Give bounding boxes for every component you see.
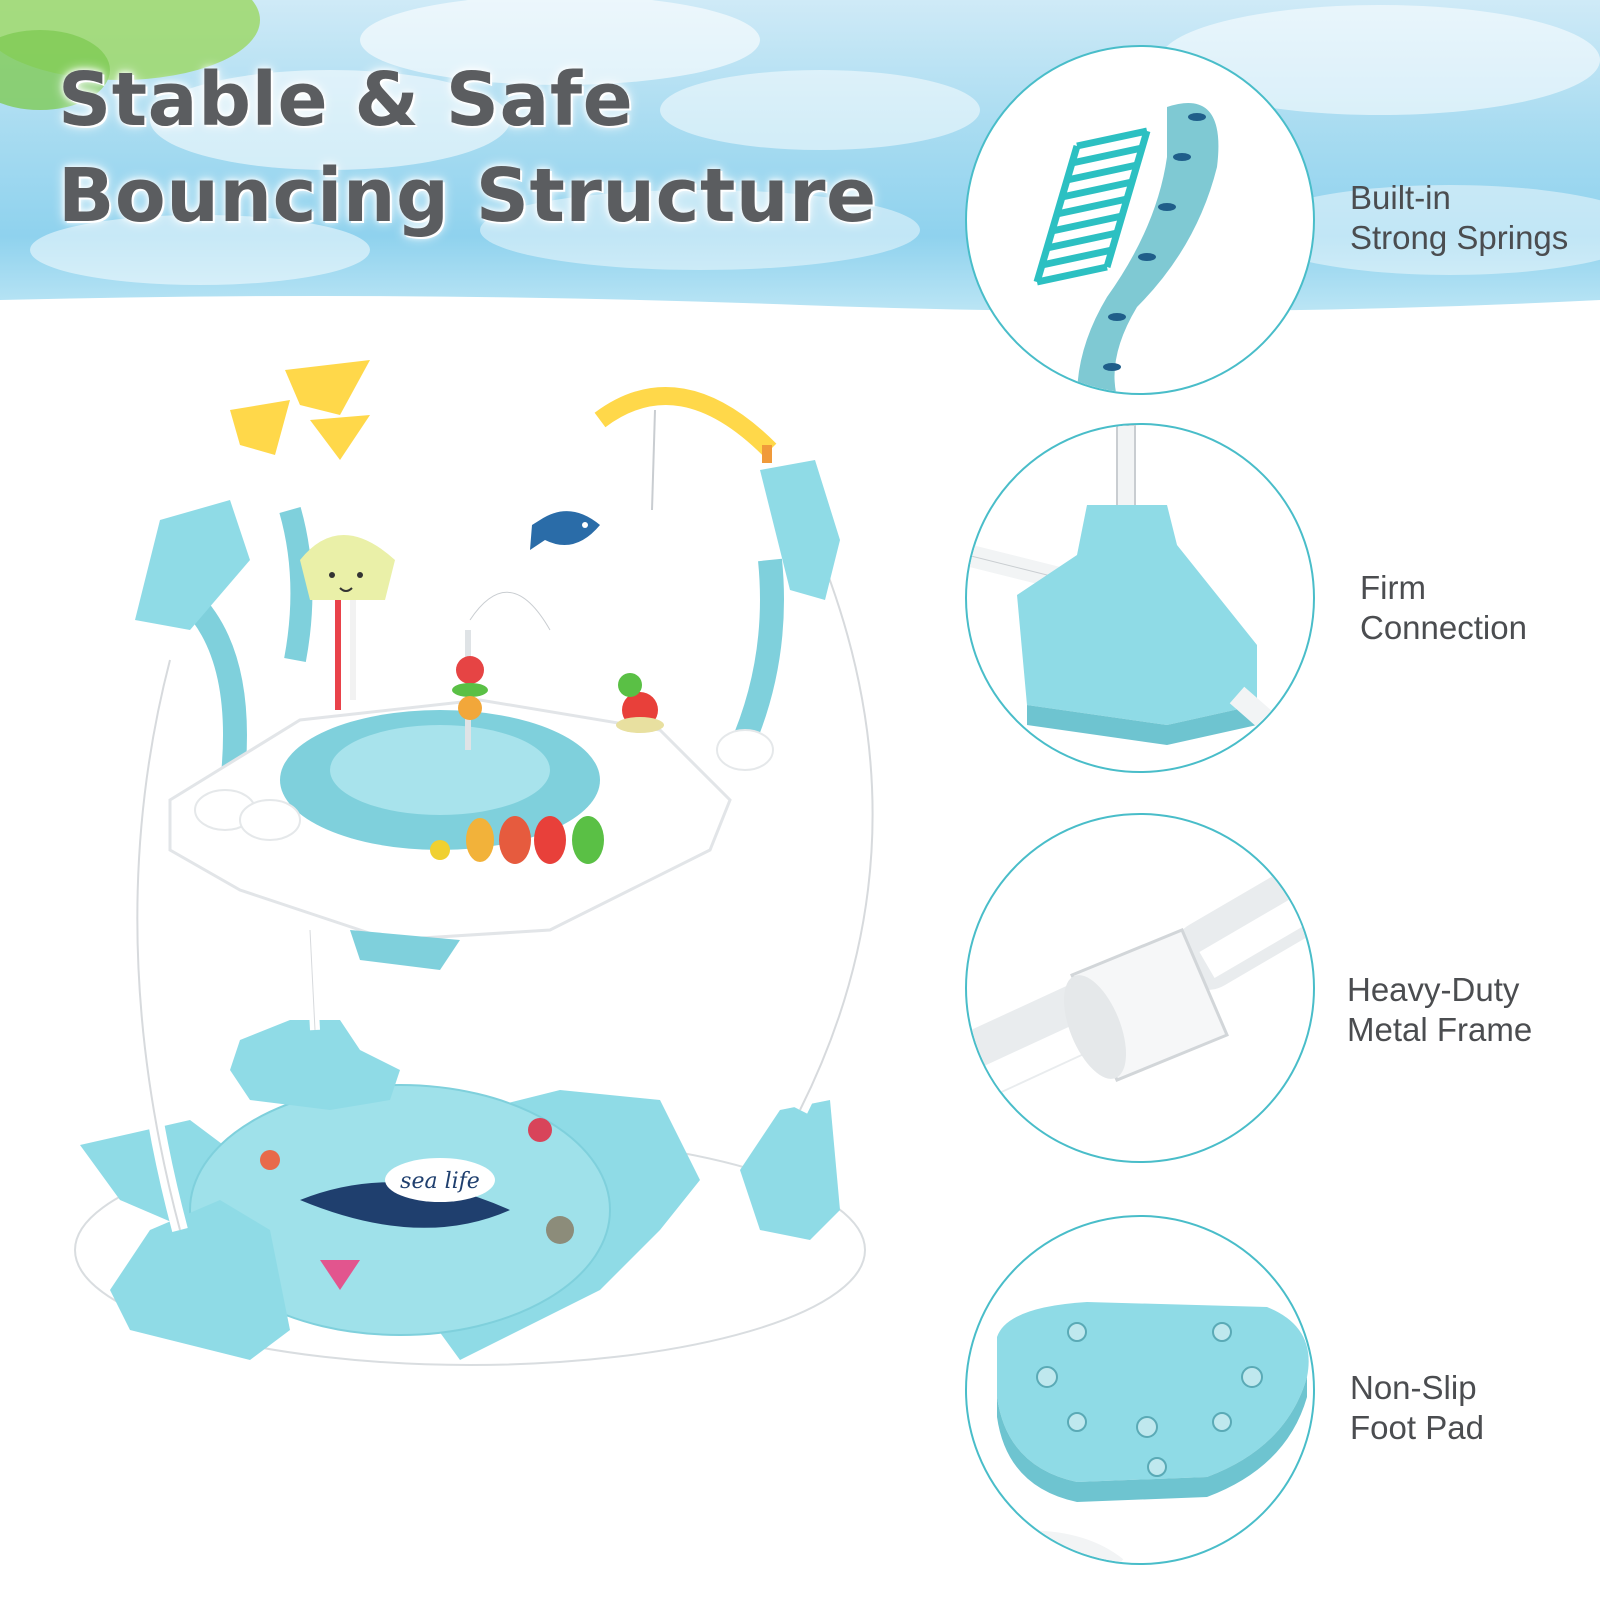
headline-line-1: Stable & Safe (58, 57, 634, 143)
headline: Stable & Safe Bouncing Structure (58, 52, 877, 244)
feature-connection-line-1: Firm (1360, 569, 1426, 606)
frame-top-left (135, 500, 250, 630)
feature-label-foot-pad: Non-Slip Foot Pad (1350, 1368, 1484, 1448)
detail-frame (965, 813, 1315, 1163)
foot-right (740, 1100, 840, 1240)
jellyfish-toy (300, 535, 395, 600)
yellow-arch (594, 387, 777, 457)
tube-icon (967, 853, 1313, 1109)
foot-front-left (110, 1200, 290, 1360)
spring-cover-right (729, 558, 784, 755)
sky-banner (0, 0, 1600, 315)
feature-label-connection: Firm Connection (1360, 568, 1527, 648)
feature-frame-line-2: Metal Frame (1347, 1011, 1533, 1048)
detail-springs (965, 45, 1315, 395)
headline-line-2: Bouncing Structure (58, 153, 877, 239)
fish-toy (530, 511, 600, 550)
foot-pad-icon (967, 1302, 1309, 1563)
feature-frame-line-1: Heavy-Duty (1347, 971, 1520, 1008)
feature-connection-line-2: Connection (1360, 609, 1527, 646)
feature-label-frame: Heavy-Duty Metal Frame (1347, 970, 1532, 1050)
jumper-product-image: sea life (66, 360, 881, 1374)
feature-springs-line-2: Strong Springs (1350, 219, 1569, 256)
cloud-background (0, 0, 1600, 315)
connector-icon (967, 425, 1313, 771)
detail-foot-pad (965, 1215, 1315, 1565)
feature-foot-pad-line-1: Non-Slip (1350, 1369, 1477, 1406)
frame-top-right (760, 460, 840, 600)
feature-springs-line-1: Built-in (1350, 179, 1451, 216)
mat-text: sea life (400, 1169, 480, 1194)
sail-toy (285, 360, 370, 415)
feature-foot-pad-line-2: Foot Pad (1350, 1409, 1484, 1446)
spring-icon (1033, 47, 1313, 393)
foot-back (230, 1020, 400, 1110)
feature-label-springs: Built-in Strong Springs (1350, 178, 1568, 258)
spring-cover-back (279, 506, 313, 663)
detail-connection (965, 423, 1315, 773)
